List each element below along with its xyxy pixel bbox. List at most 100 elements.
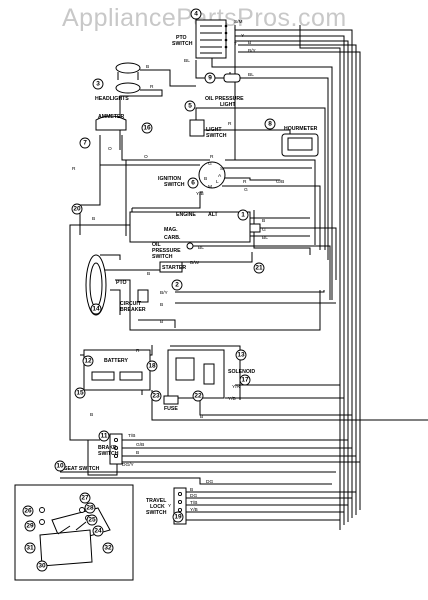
callout-2: 2: [175, 282, 179, 289]
callout-31: 31: [26, 545, 34, 552]
ammeter: AMMETER: [95, 114, 127, 131]
ammeter-label: AMMETER: [98, 114, 124, 120]
callout-28: 28: [86, 505, 94, 512]
svg-text:BL: BL: [248, 72, 254, 78]
callout-9: 9: [208, 75, 212, 82]
fuse: FUSE: [163, 395, 179, 412]
svg-text:G: G: [262, 227, 266, 233]
callout-6: 6: [191, 180, 195, 187]
svg-text:B: B: [200, 414, 203, 420]
svg-text:O: O: [108, 146, 112, 152]
fuse-label: FUSE: [164, 406, 178, 412]
travel-lock-switch-label-2: LOCK: [150, 504, 165, 510]
callout-17: 17: [241, 377, 249, 384]
brake-switch-label-1: BRAKE: [98, 445, 117, 451]
travel-lock-switch-label-1: TRAVEL: [146, 498, 167, 504]
battery-label: BATTERY: [104, 358, 128, 364]
wire-code-labels: S/M I Y B T B/Y BL BL B R R R O O R R G/…: [72, 19, 284, 513]
callout-30: 30: [38, 563, 46, 570]
svg-text:B: B: [160, 319, 163, 325]
svg-text:B: B: [190, 487, 193, 493]
svg-text:B/Y: B/Y: [248, 48, 257, 54]
svg-text:Y/R: Y/R: [232, 384, 241, 390]
svg-text:B/W: B/W: [190, 260, 200, 266]
oil-pressure-light: OIL PRESSURE LIGHT: [205, 73, 244, 108]
oil-pressure-switch: OIL PRESSURE SWITCH: [152, 242, 194, 260]
svg-text:PRESSURE: PRESSURE: [152, 248, 181, 254]
carb-label: CARB.: [164, 235, 181, 241]
svg-text:L: L: [216, 179, 219, 185]
callout-7: 7: [83, 140, 87, 147]
svg-text:B: B: [248, 40, 251, 46]
svg-text:R: R: [72, 166, 76, 172]
pto-switch-label-2: SWITCH: [172, 41, 193, 47]
travel-lock-switch-label-3: SWITCH: [146, 510, 167, 516]
svg-text:R: R: [150, 84, 154, 90]
brake-switch-label-2: SWITCH: [98, 451, 119, 457]
starter: STARTER: [159, 261, 186, 273]
seat-switch-label: SEAT SWITCH: [64, 466, 100, 472]
svg-text:DG: DG: [206, 479, 213, 485]
callout-8: 8: [268, 121, 272, 128]
svg-text:Y: Y: [241, 33, 245, 39]
svg-text:B/Y: B/Y: [160, 290, 169, 296]
svg-text:Y/B: Y/B: [190, 507, 198, 513]
svg-text:S/M: S/M: [234, 19, 243, 25]
svg-text:Y: Y: [168, 503, 172, 509]
callout-18: 18: [148, 363, 156, 370]
callout-15: 15: [76, 390, 84, 397]
headlights-label: HEADLIGHTS: [95, 96, 129, 102]
svg-text:R: R: [136, 348, 140, 354]
circuit-breaker: CIRCUIT BREAKER: [120, 289, 149, 313]
mag-label: MAG.: [164, 227, 178, 233]
callout-26: 26: [24, 508, 32, 515]
solenoid-label: SOLENOID: [228, 369, 255, 375]
callout-32: 32: [104, 545, 112, 552]
svg-text:G/B: G/B: [136, 442, 144, 448]
callout-21: 21: [255, 265, 263, 272]
svg-text:OIL: OIL: [152, 242, 161, 248]
callout-11: 11: [101, 433, 108, 440]
oil-pressure-light-label-1: OIL PRESSURE: [205, 96, 244, 102]
svg-text:B: B: [147, 271, 150, 277]
svg-text:B: B: [90, 412, 93, 418]
light-switch-label-2: SWITCH: [206, 133, 227, 139]
svg-text:R: R: [243, 179, 247, 185]
svg-text:T/B: T/B: [128, 433, 135, 439]
headlights: HEADLIGHTS: [95, 62, 141, 102]
engine: ENGINE ALT MAG. CARB.: [129, 211, 261, 243]
callout-22: 22: [194, 393, 202, 400]
callout-12: 12: [84, 358, 92, 365]
svg-text:DG: DG: [190, 493, 197, 499]
callout-23: 23: [152, 393, 160, 400]
callout-27: 27: [81, 495, 89, 502]
svg-text:B: B: [160, 302, 163, 308]
svg-text:B: B: [146, 64, 149, 70]
svg-text:M: M: [208, 184, 212, 190]
svg-text:B: B: [92, 216, 95, 222]
callout-25: 25: [88, 517, 96, 524]
alt-label: ALT: [208, 212, 219, 218]
pto-switch-label-1: PTO: [176, 35, 187, 41]
ignition-switch-label-2: SWITCH: [164, 182, 185, 188]
circuit-breaker-label-2: BREAKER: [120, 307, 146, 313]
callout-16: 16: [143, 125, 151, 132]
svg-text:SWITCH: SWITCH: [152, 254, 173, 260]
svg-text:B: B: [262, 218, 265, 224]
callout-24: 24: [94, 528, 102, 535]
callout-14: 14: [92, 306, 100, 313]
engine-label: ENGINE: [176, 212, 196, 218]
svg-text:I: I: [234, 26, 235, 32]
svg-text:B: B: [136, 450, 139, 456]
callouts: 1 2 3 4 5 6 7 8 9 10 11 12 13 14 15 16 1…: [22, 8, 276, 572]
seat-switch: SEAT SWITCH: [64, 466, 100, 472]
callout-20: 20: [73, 206, 81, 213]
callout-13: 13: [237, 352, 245, 359]
svg-text:G: G: [244, 187, 248, 193]
svg-text:R: R: [210, 154, 214, 160]
oil-pressure-light-label-2: LIGHT: [220, 102, 236, 108]
pto-switch: PTO SWITCH: [172, 19, 228, 59]
solenoid: SOLENOID: [167, 349, 255, 399]
callout-5: 5: [188, 103, 192, 110]
